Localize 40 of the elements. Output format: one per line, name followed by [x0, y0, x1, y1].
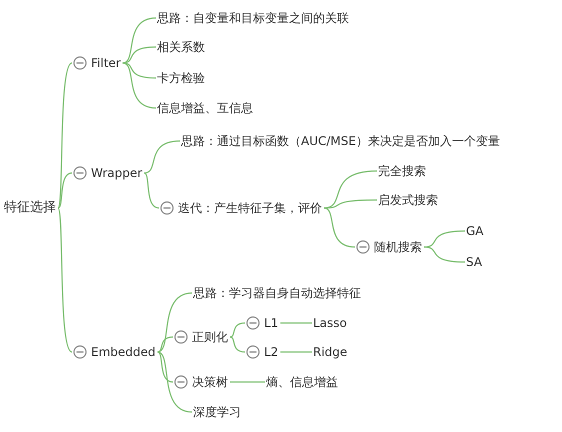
- branch-line: [57, 62, 72, 208]
- branch-line: [230, 322, 246, 338]
- topic-label: 思路：自变量和目标变量之间的关联: [157, 10, 349, 26]
- branch-line: [122, 17, 156, 64]
- branch-line: [424, 230, 466, 248]
- topic-label: 思路：通过目标函数（AUC/MSE）来决定是否加入一个变量: [181, 133, 500, 149]
- branch-line: [424, 246, 466, 263]
- root-topic: 特征选择: [4, 200, 56, 216]
- branch-line: [230, 381, 265, 383]
- branch-line: [122, 62, 156, 79]
- branch-line: [157, 351, 192, 413]
- branch-line: [324, 170, 378, 209]
- topic-label: 启发式搜索: [378, 192, 438, 208]
- branch-line: [122, 46, 156, 64]
- topic-label: 决策树: [192, 374, 228, 390]
- topic-label: 正则化: [192, 329, 228, 345]
- topic-label: 卡方检验: [157, 70, 205, 86]
- topic-label: 思路：学习器自身自动选择特征: [193, 285, 361, 301]
- topic-label: 相关系数: [157, 39, 205, 55]
- branch-line: [122, 62, 156, 109]
- topic-label: 熵、信息增益: [266, 374, 338, 390]
- branch-line: [144, 172, 160, 209]
- branch-line: [157, 336, 174, 353]
- branch-line: [324, 207, 356, 248]
- topic-label: 完全搜索: [378, 163, 426, 179]
- branch-line: [57, 208, 72, 352]
- branch-line: [324, 199, 377, 209]
- branch-line: [157, 292, 192, 353]
- topic-label: 信息增益、互信息: [157, 100, 253, 116]
- branch-line: [157, 351, 174, 383]
- topic-label: 随机搜索: [374, 239, 422, 255]
- topic-label: 深度学习: [193, 404, 241, 420]
- branch-line: [144, 140, 180, 174]
- topic-label: 迭代：产生特征子集，评价: [178, 200, 322, 216]
- topic-label: Wrapper: [91, 165, 142, 181]
- branch-line: [230, 336, 246, 353]
- topic-label: Ridge: [313, 344, 348, 360]
- branch-line: [58, 172, 72, 209]
- branch-line: [280, 322, 312, 324]
- branch-line: [280, 351, 312, 353]
